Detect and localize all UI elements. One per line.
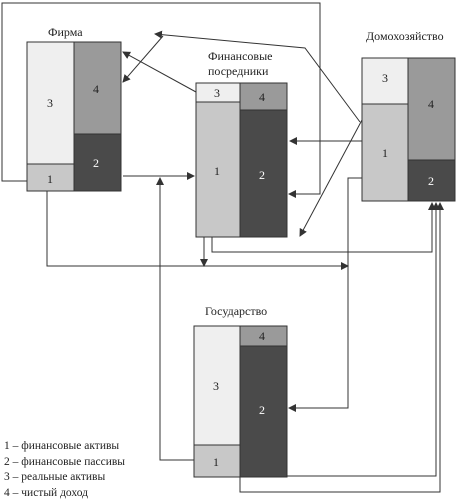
household-fin-assets xyxy=(361,103,409,202)
intermediaries-title-line1: Финансовые xyxy=(208,49,272,63)
intermediaries-block: Финансовые посредники 3 4 1 2 xyxy=(195,49,288,238)
firm-real-assets xyxy=(26,41,75,165)
arrow-state-up xyxy=(156,177,194,461)
household-cell-3: 3 xyxy=(382,71,388,85)
firm-fin-liabilities xyxy=(73,133,122,192)
legend-item: 3 – реальные активы xyxy=(4,471,106,483)
arrow-firm-down-right xyxy=(46,191,349,270)
flow-arrows xyxy=(1,2,444,493)
household-real-assets xyxy=(361,57,409,105)
household-cell-1: 1 xyxy=(382,146,388,160)
household-title: Домохозяйство xyxy=(366,29,444,43)
firm-cell-1: 1 xyxy=(47,172,53,186)
arrow-intermediaries-to-firm-top xyxy=(122,51,197,93)
household-net-income xyxy=(407,57,456,161)
household-cell-2: 2 xyxy=(428,174,434,188)
arrow-firm-loop-to-intermediaries xyxy=(1,2,321,198)
legend-item: 2 – финансовые пассивы xyxy=(4,455,126,468)
arrow-household-to-firm-2 xyxy=(154,30,361,123)
arrow-intermediaries-down-2 xyxy=(211,202,436,253)
state-block: Государство 4 3 2 1 xyxy=(193,304,288,478)
state-cell-2: 2 xyxy=(259,403,265,417)
arrow-household-to-state xyxy=(288,177,362,412)
firm-block: Фирма 3 4 2 1 xyxy=(26,25,122,192)
intermediaries-title-line2: посредники xyxy=(208,64,269,78)
firm-fin-assets xyxy=(26,163,75,192)
firm-net-income xyxy=(73,41,122,135)
arrow-household-to-firm xyxy=(122,35,164,83)
arrow-household-diag xyxy=(299,119,363,237)
state-cell-1: 1 xyxy=(213,455,219,469)
household-cell-4: 4 xyxy=(428,97,434,111)
legend-item: 4 – чистый доход xyxy=(4,486,88,499)
state-real-assets xyxy=(193,325,241,446)
state-title: Государство xyxy=(205,304,267,318)
firm-cell-4: 4 xyxy=(93,82,99,96)
firm-cell-2: 2 xyxy=(93,156,99,170)
legend-item: 1 – финансовые активы xyxy=(4,440,120,452)
state-fin-liabilities xyxy=(239,345,288,478)
intermediaries-cell-4: 4 xyxy=(259,90,265,104)
intermediaries-fin-liabilities xyxy=(239,109,288,238)
firm-cell-3: 3 xyxy=(47,96,53,110)
intermediaries-cell-3: 3 xyxy=(214,86,220,100)
legend: 1 – финансовые активы 2 – финансовые пас… xyxy=(4,439,125,501)
state-cell-4: 4 xyxy=(259,329,265,343)
household-fin-liabilities xyxy=(407,159,456,202)
state-cell-3: 3 xyxy=(213,379,219,393)
intermediaries-fin-assets xyxy=(195,101,241,238)
intermediaries-cell-2: 2 xyxy=(259,168,265,182)
state-fin-assets xyxy=(193,444,241,478)
arrow-state-right-line xyxy=(287,202,440,477)
intermediaries-cell-1: 1 xyxy=(214,164,220,178)
household-block: Домохозяйство 3 4 1 2 xyxy=(361,29,456,202)
arrow-state-to-household xyxy=(239,202,444,493)
firm-title: Фирма xyxy=(48,25,83,39)
